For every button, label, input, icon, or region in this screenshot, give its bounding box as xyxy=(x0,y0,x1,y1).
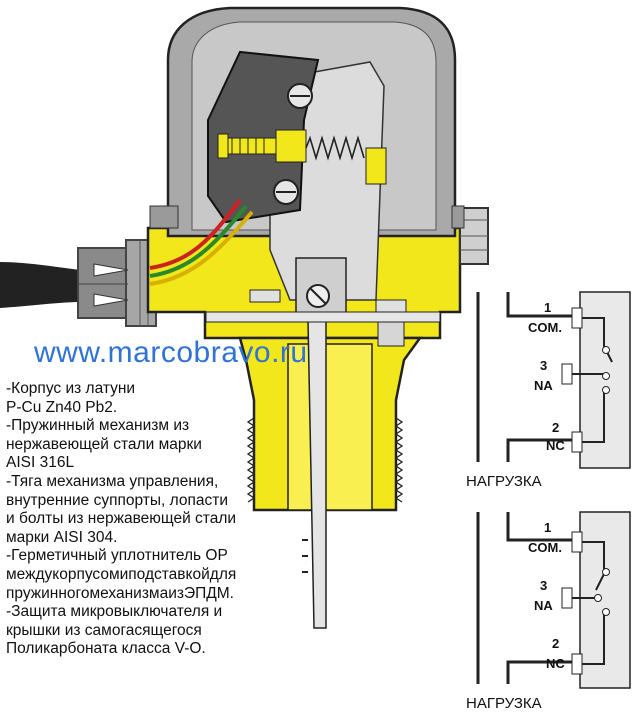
spec-line: AISI 316L xyxy=(6,454,75,472)
load-label: НАГРУЗКА xyxy=(466,473,542,490)
spec-line: крышки из самогасящегося xyxy=(6,621,202,639)
switch-mechanism xyxy=(149,50,441,629)
terminal-3-label: NA xyxy=(534,598,553,613)
terminal-1-num: 1 xyxy=(544,300,551,315)
spec-line: пружинногомеханизмаизЭПДМ. xyxy=(6,584,234,602)
material-specs: -Корпус из латуни P-Cu Zn40 Pb2. -Пружин… xyxy=(6,380,286,659)
spec-line: -Защита микровыключателя и xyxy=(6,603,223,621)
terminal-3-label: NA xyxy=(534,378,553,393)
wiring-diagram-2 xyxy=(476,511,631,689)
terminal-3-num: 3 xyxy=(540,578,547,593)
spec-line: -Герметичный уплотнитель OP xyxy=(6,547,228,565)
terminal-1-label: COM. xyxy=(528,320,562,335)
terminal-2-label: NC xyxy=(546,656,565,671)
load-label: НАГРУЗКА xyxy=(466,695,542,712)
spec-line: -Корпус из латуни xyxy=(6,380,136,397)
terminal-2-label: NC xyxy=(546,438,565,453)
terminal-2-num: 2 xyxy=(552,636,559,651)
wiring-diagram-1 xyxy=(476,291,631,469)
spec-line: -Тяга механизма управления, xyxy=(6,472,219,490)
spec-line: междукорпусомиподставкойдля xyxy=(6,565,237,583)
spec-line: -Пружинный механизм из xyxy=(6,417,190,435)
spec-line: и болты из нержавеющей стали xyxy=(6,510,237,528)
terminal-2-num: 2 xyxy=(552,420,559,435)
cable xyxy=(0,239,157,327)
spec-line: марки AISI 304. xyxy=(6,528,118,546)
spec-line: внутренние суппорты, лопасти xyxy=(6,491,228,509)
terminal-3-num: 3 xyxy=(540,358,547,373)
spec-line: Поликарбоната класса V-O. xyxy=(6,640,206,658)
terminal-1-num: 1 xyxy=(544,520,551,535)
spec-line: P-Cu Zn40 Pb2. xyxy=(6,398,118,416)
watermark-url: www.marcobravo.ru xyxy=(34,336,308,369)
spec-line: нержавеющей стали марки xyxy=(6,435,202,453)
terminal-1-label: COM. xyxy=(528,540,562,555)
cable-gland xyxy=(77,247,129,319)
